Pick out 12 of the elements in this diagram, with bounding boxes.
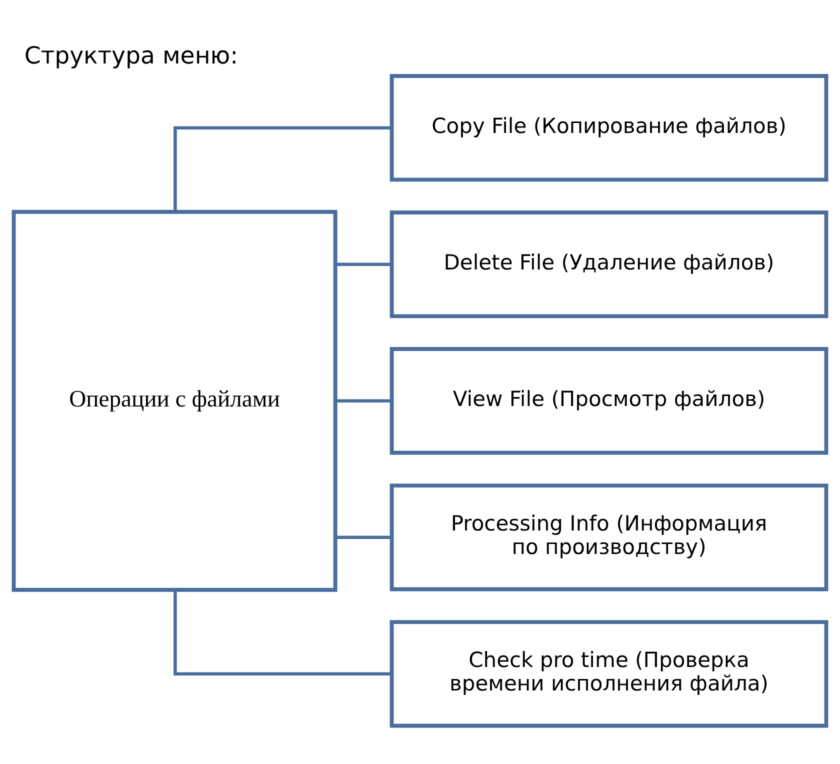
connector — [174, 590, 392, 676]
connector — [336, 262, 392, 266]
node-box: Copy File (Копирование файлов) — [390, 74, 828, 182]
connector — [336, 398, 392, 402]
node-box: Delete File (Удаление файлов) — [390, 210, 828, 318]
node-box: Processing Info (Информация по производству) — [390, 483, 828, 591]
connector — [174, 126, 392, 212]
connector — [336, 535, 392, 539]
diagram-title: Структура меню: — [24, 40, 238, 69]
node-box: Операции с файлами — [12, 209, 338, 592]
node-box: View File (Просмотр файлов) — [390, 346, 828, 454]
node-box: Check pro time (Проверка времени исполнения файла) — [390, 620, 828, 728]
